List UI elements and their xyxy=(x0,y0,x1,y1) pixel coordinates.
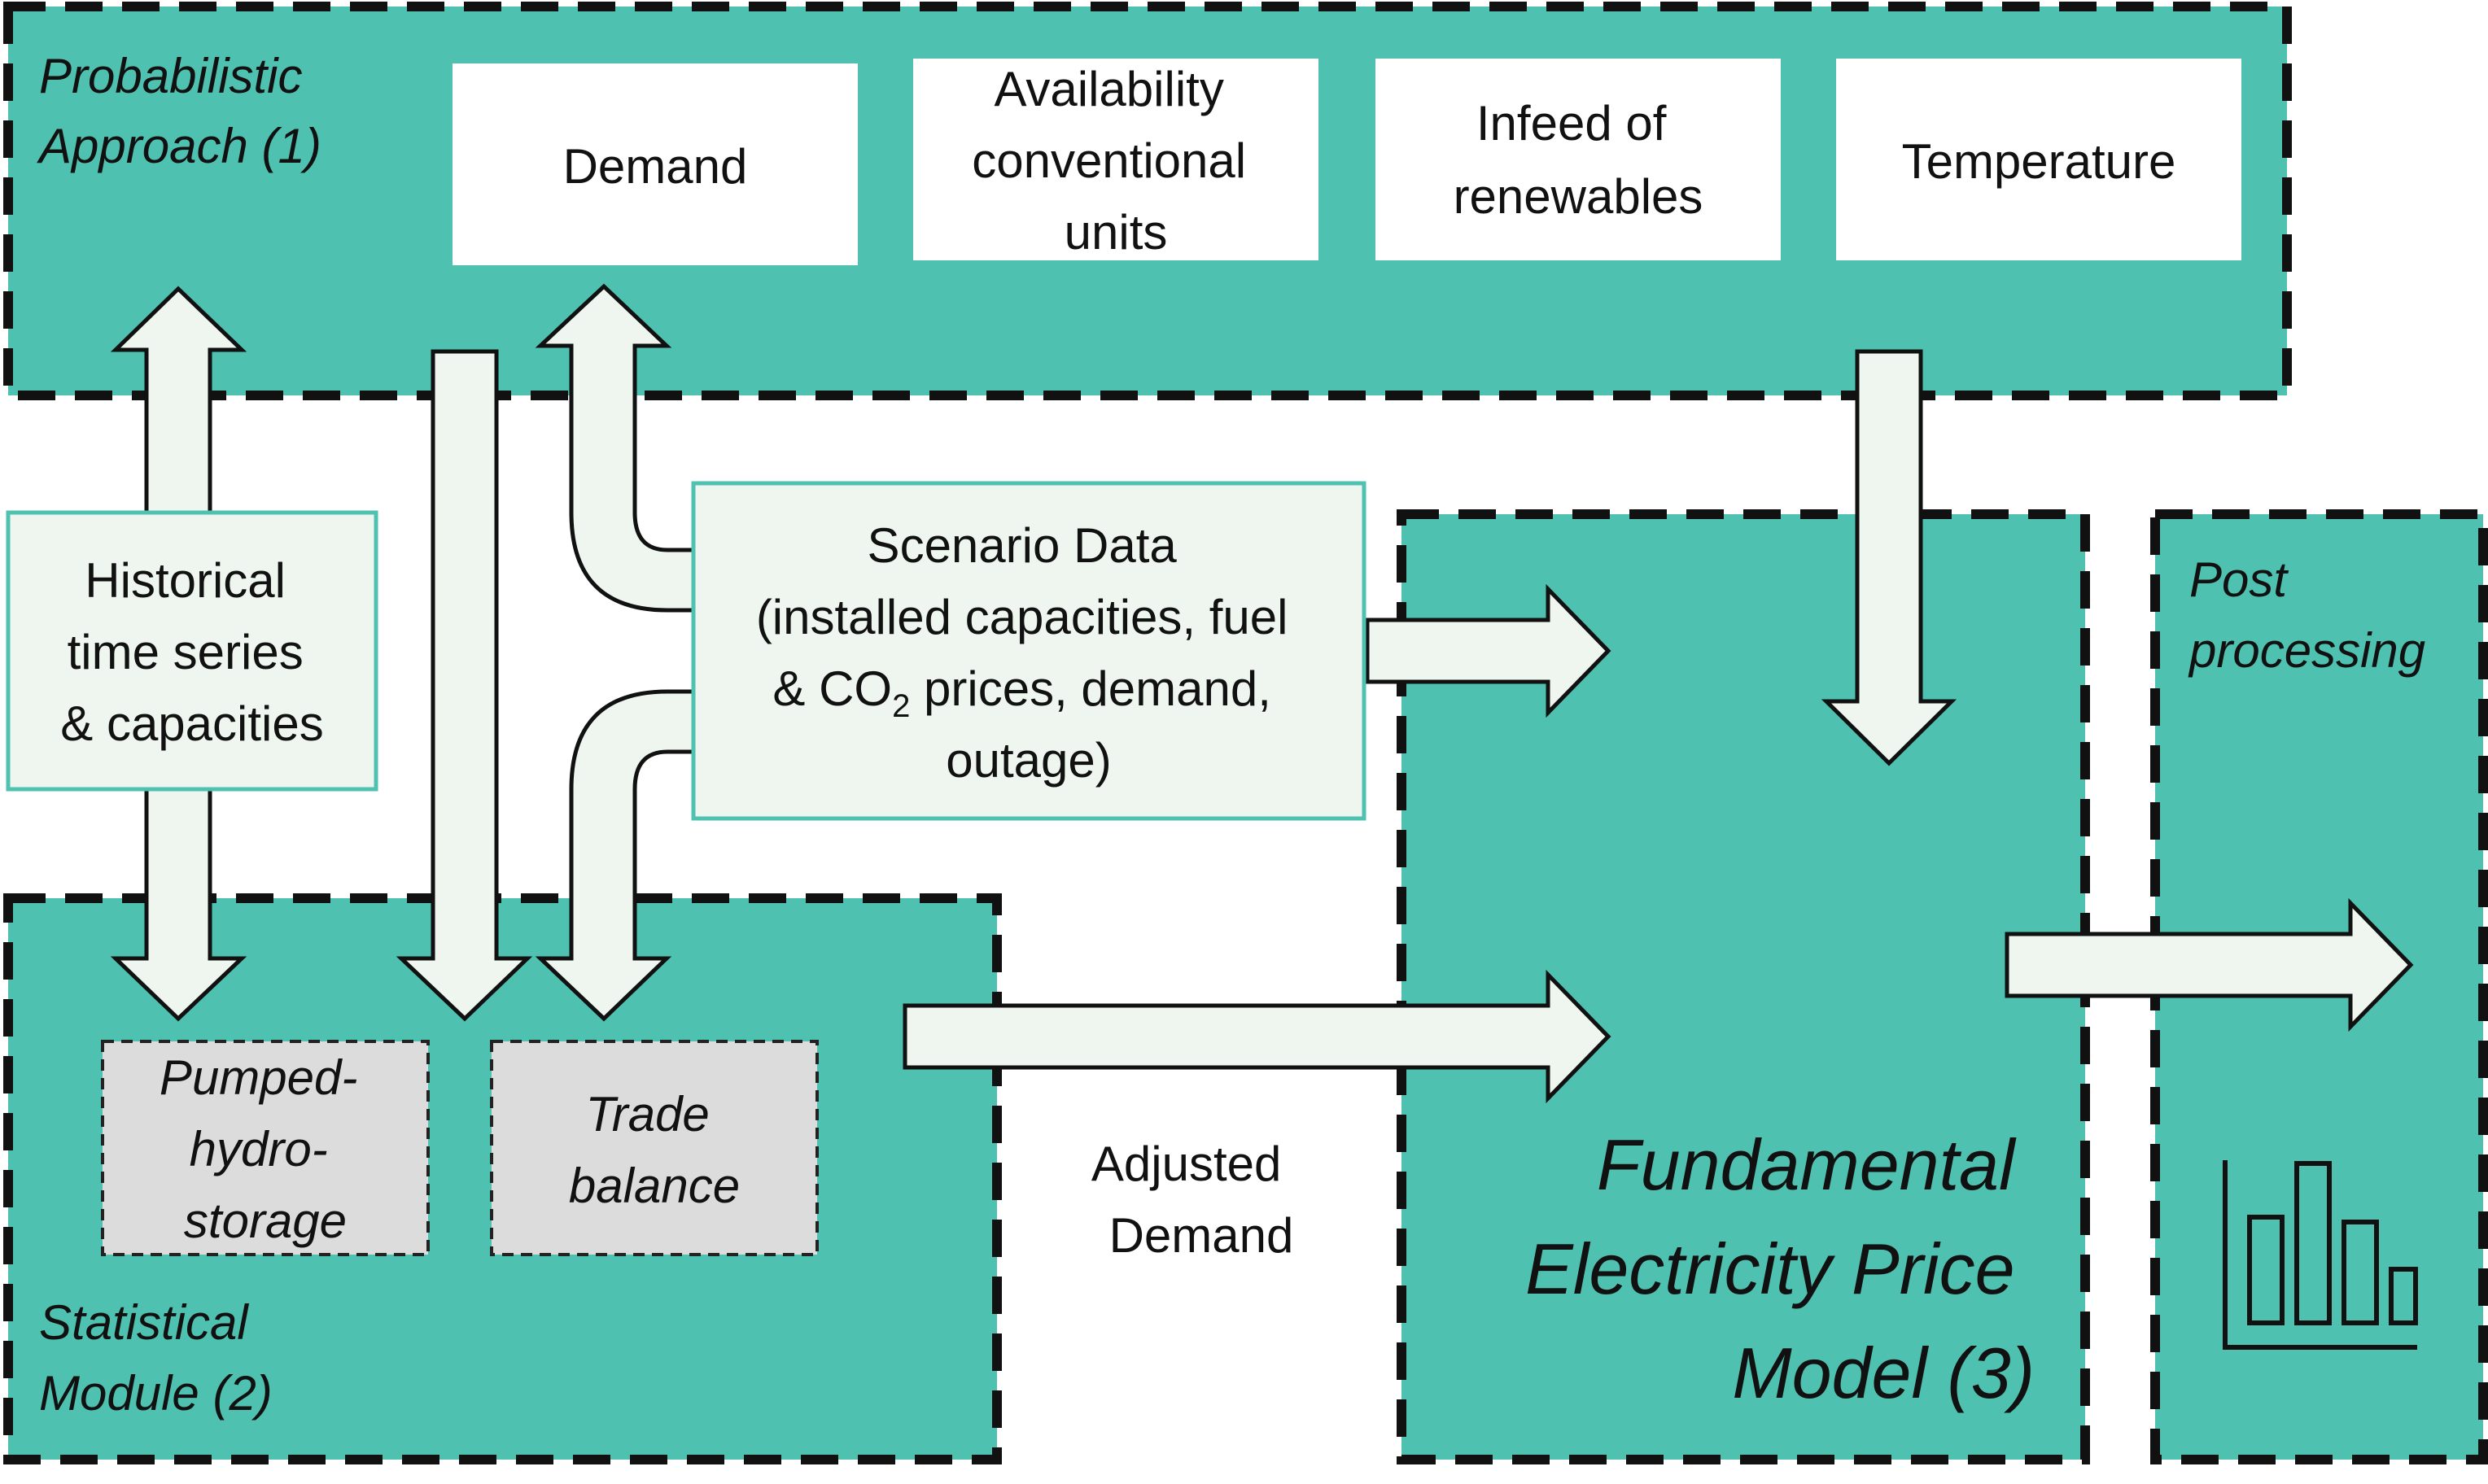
label-line: Trade xyxy=(586,1087,710,1141)
trade-balance-label: Trade balance xyxy=(569,1087,740,1213)
fundamental-to-post-arrow xyxy=(2005,897,2414,1032)
scenario-data-label: Scenario Data (installed capacities, fue… xyxy=(756,518,1301,788)
label-line: (installed capacities, fuel xyxy=(756,590,1288,644)
scenario-to-fundamental-arrow xyxy=(1365,583,1611,718)
probabilistic-to-statistical-arrow xyxy=(396,349,533,1022)
label-line: Scenario Data xyxy=(868,518,1178,573)
label-line: Model (3) xyxy=(1732,1333,2035,1413)
demand-box xyxy=(453,63,858,265)
trade-balance-box xyxy=(490,1040,819,1256)
label-line: hydro- xyxy=(190,1122,328,1176)
label-line: Temperature xyxy=(1902,134,2176,189)
label-line: balance xyxy=(569,1159,740,1213)
historical-label: Historical time series & capacities xyxy=(60,553,324,751)
label-line: Demand xyxy=(563,139,748,194)
scenario-data-box xyxy=(691,481,1366,821)
temperature-label: Temperature xyxy=(1902,134,2176,189)
label-line: Electricity Price xyxy=(1525,1229,2014,1309)
pumped-hydro-storage-box xyxy=(101,1040,430,1256)
adjusted-demand-arrow xyxy=(903,969,1611,1104)
renewables-box xyxy=(1375,59,1781,260)
label-line: Adjusted xyxy=(1091,1137,1282,1191)
historical-to-statistical-arrow xyxy=(110,787,247,1022)
label-line: processing xyxy=(2188,623,2425,678)
temperature-box xyxy=(1836,59,2241,260)
label-line: Statistical xyxy=(39,1295,249,1350)
label-line: Demand xyxy=(1109,1208,1294,1263)
availability-label: Availability conventional units xyxy=(972,62,1260,260)
scenario-to-demand-arrow xyxy=(535,283,697,613)
label-line: Availability xyxy=(994,62,1223,116)
subscript: 2 xyxy=(892,688,910,724)
label-part: & CO xyxy=(772,661,892,716)
renewables-label: Infeed of renewables xyxy=(1454,96,1703,224)
label-line: Fundamental xyxy=(1597,1124,2017,1205)
label-line: Historical xyxy=(85,553,286,608)
pumped-hydro-storage-label: Pumped- hydro- storage xyxy=(160,1050,371,1248)
label-line: Pumped- xyxy=(160,1050,357,1105)
label-line: & capacities xyxy=(60,696,324,751)
post-processing-label: Post processing xyxy=(2188,552,2425,678)
temperature-to-fundamental-arrow xyxy=(1821,349,1957,766)
historical-to-probabilistic-arrow xyxy=(110,286,247,515)
probabilistic-approach-label: Probabilistic Approach (1) xyxy=(37,49,321,173)
label-line: conventional xyxy=(972,133,1246,188)
adjusted-demand-label: Adjusted Demand xyxy=(1091,1137,1295,1263)
historical-box xyxy=(6,510,378,792)
bar-chart-icon xyxy=(2223,1160,2418,1350)
label-line: storage xyxy=(184,1194,347,1248)
label-line: Approach (1) xyxy=(37,119,321,173)
label-line: renewables xyxy=(1454,169,1703,224)
statistical-module-label: Statistical Module (2) xyxy=(39,1295,273,1421)
label-line: & CO2 prices, demand, xyxy=(772,661,1271,724)
label-line: outage) xyxy=(946,733,1112,788)
availability-box xyxy=(913,59,1318,260)
label-line: time series xyxy=(68,625,304,679)
label-line: Module (2) xyxy=(39,1366,273,1421)
label-part: prices, demand, xyxy=(910,661,1271,716)
label-line: units xyxy=(1065,205,1168,260)
label-line: Probabilistic xyxy=(39,49,302,103)
label-line: Infeed of xyxy=(1476,96,1667,151)
demand-label: Demand xyxy=(563,139,748,194)
label-line: Post xyxy=(2189,552,2289,607)
scenario-to-statistical-arrow xyxy=(535,689,697,1022)
fundamental-model-label: Fundamental Electricity Price Model (3) xyxy=(1525,1124,2035,1413)
